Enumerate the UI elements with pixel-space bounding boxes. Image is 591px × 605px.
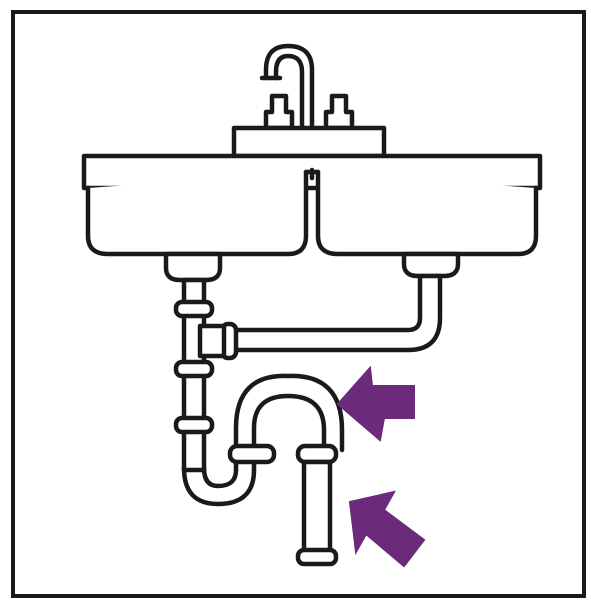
p-trap-icon — [181, 373, 345, 567]
border-frame — [11, 10, 586, 598]
arrow-icon — [348, 490, 426, 568]
tee-pipe-icon — [173, 277, 227, 473]
arrow-icon — [336, 365, 415, 442]
